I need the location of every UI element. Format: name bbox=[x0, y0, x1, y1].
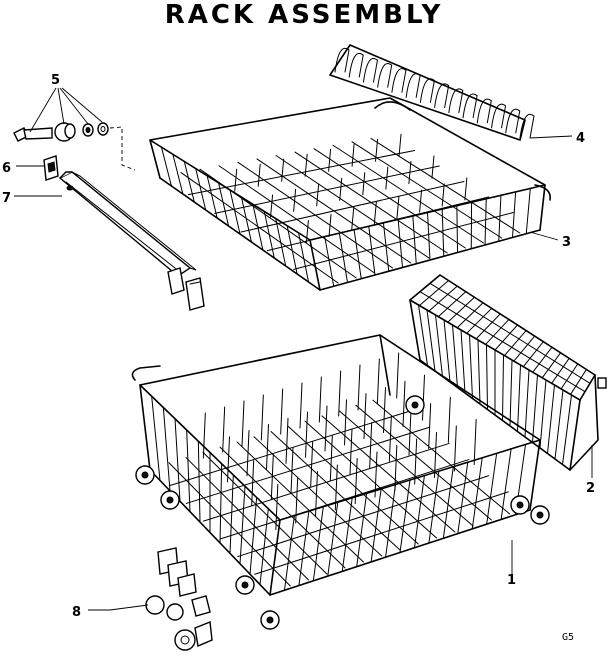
callout-7: 7 bbox=[2, 191, 11, 206]
rail-hardware bbox=[13, 122, 205, 311]
lower-rack bbox=[131, 334, 550, 630]
wheel-assemblies bbox=[145, 547, 213, 651]
callout-1: 1 bbox=[507, 573, 516, 588]
cup-shelf bbox=[329, 44, 535, 141]
upper-rack bbox=[149, 97, 552, 291]
callout-5: 5 bbox=[51, 73, 60, 88]
silverware-basket bbox=[409, 274, 607, 471]
diagram-title: RACK ASSEMBLY bbox=[164, 0, 444, 30]
callout-4: 4 bbox=[576, 131, 585, 146]
callout-3: 3 bbox=[562, 235, 571, 250]
drawing-code: G5 bbox=[562, 632, 574, 643]
callout-2: 2 bbox=[586, 481, 595, 496]
callout-6: 6 bbox=[2, 161, 11, 176]
callout-8: 8 bbox=[72, 605, 81, 620]
leader-lines bbox=[14, 87, 593, 611]
